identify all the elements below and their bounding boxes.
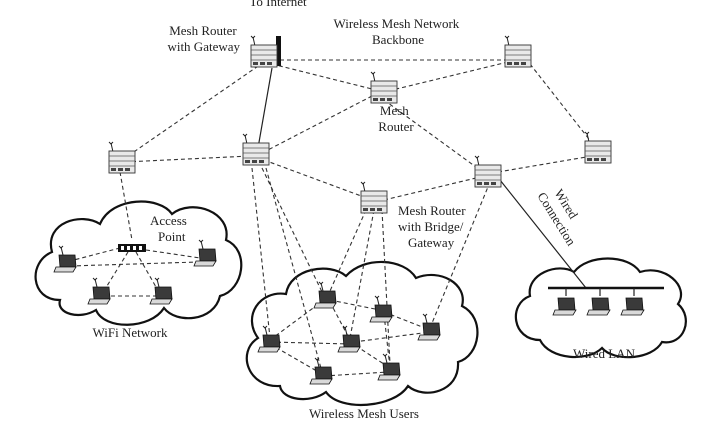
mesh-router-bridge-gateway-icon bbox=[360, 181, 388, 214]
wired-lan-label: Wired LAN bbox=[573, 346, 636, 361]
wifi-network-cloud bbox=[34, 200, 243, 326]
internet-label: To Internet bbox=[249, 0, 307, 9]
wireless-mesh-users-cloud bbox=[245, 260, 479, 407]
access-point-icon bbox=[118, 244, 146, 252]
mesh-router-backbone-right-icon bbox=[504, 35, 532, 68]
backbone-label: Wireless Mesh Network Backbone bbox=[333, 16, 462, 47]
wired-connection-line bbox=[499, 179, 587, 289]
wireless-mesh-users-label: Wireless Mesh Users bbox=[309, 406, 419, 421]
mesh-router-middle-icon bbox=[242, 133, 270, 166]
mesh-router-far-right-icon bbox=[584, 131, 612, 164]
wifi-network-label: WiFi Network bbox=[93, 325, 168, 340]
mesh-router-bridge-right-icon bbox=[474, 155, 502, 188]
internet-uplink-icon bbox=[276, 36, 281, 66]
wired-links bbox=[257, 67, 664, 296]
mesh-router-label: Mesh Router bbox=[378, 103, 414, 134]
gateway-label: Mesh Router with Gateway bbox=[167, 23, 240, 54]
bridge-gateway-label: Mesh Router with Bridge/ Gateway bbox=[398, 203, 469, 250]
access-point-label: Access Point bbox=[150, 213, 190, 244]
mesh-router-center-icon bbox=[370, 71, 398, 104]
mesh-router-gateway-icon bbox=[250, 35, 278, 68]
wired-connection-label: Wired Connection bbox=[534, 181, 592, 249]
mesh-router-left-icon bbox=[108, 141, 136, 174]
